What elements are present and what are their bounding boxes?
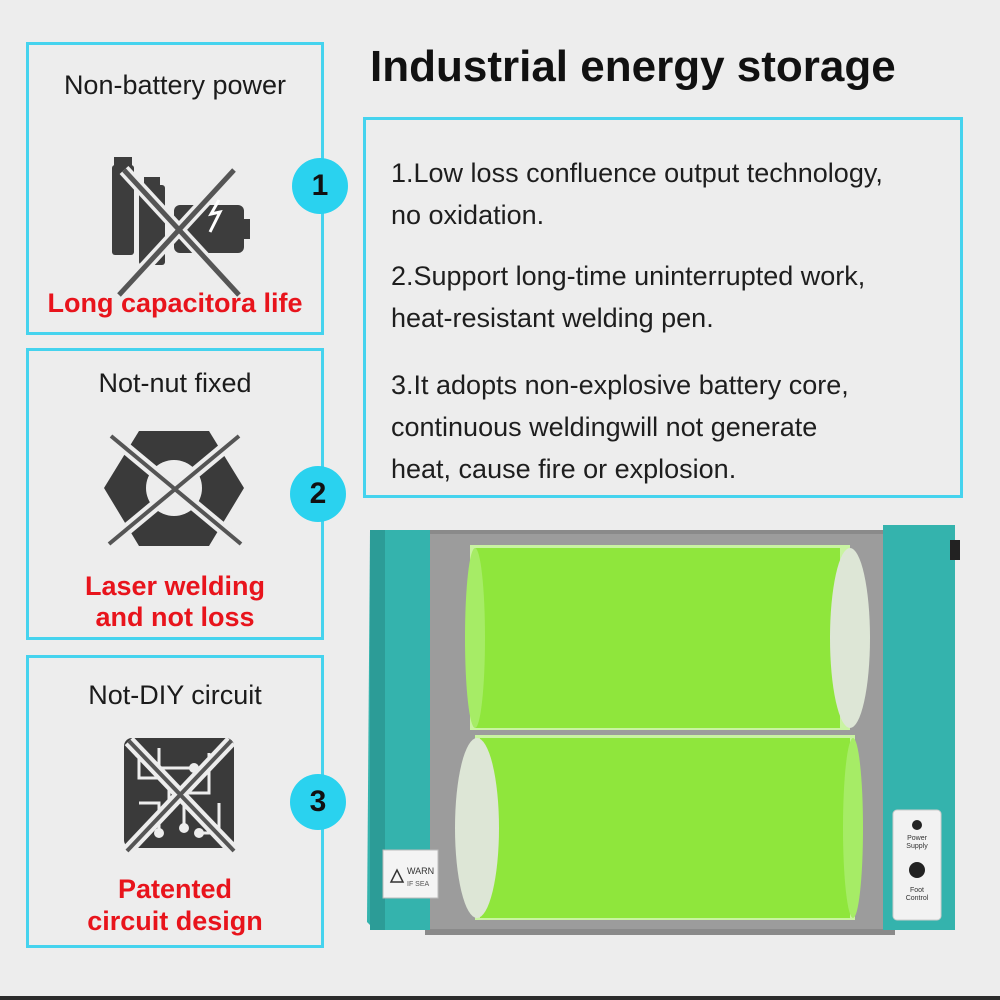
feature-2-line2: heat-resistant welding pen. [391, 303, 714, 333]
warning-label: WARN [407, 866, 434, 876]
crossed-circuit-icon [122, 736, 239, 856]
number-badge-1: 1 [292, 158, 348, 214]
card-caption-line2: circuit design [87, 906, 263, 936]
feature-2-line1: 2.Support long-time uninterrupted work, [391, 261, 866, 291]
feature-card-1: Non-battery power Long capacitora life [26, 42, 324, 335]
number-badge-2: 2 [290, 466, 346, 522]
power-supply-label: Power [907, 835, 928, 842]
crossed-nut-icon [104, 431, 245, 549]
card-caption-line2: and not loss [95, 602, 255, 632]
foot-control-label-2: Control [906, 895, 929, 902]
feature-3-line2: continuous weldingwill not generate [391, 412, 818, 442]
crossed-battery-icon [112, 157, 250, 300]
card-caption-line1: Patented [117, 874, 233, 904]
bottom-border [0, 996, 1000, 1000]
feature-3-line3: heat, cause fire or explosion. [391, 454, 737, 484]
foot-control-label: Foot [910, 887, 924, 894]
card-caption-line1: Laser welding [84, 571, 266, 601]
card-heading: Non-battery power [63, 70, 287, 100]
card-heading: Not-DIY circuit [88, 680, 262, 710]
page-title: Industrial energy storage [370, 42, 896, 91]
feature-card-3: Not-DIY circuit Patented circuit design [26, 655, 324, 948]
feature-card-2: Not-nut fixed Laser welding and not loss [26, 348, 324, 640]
energy-storage-device: WARN IF SEA Power Supply Foot Control [367, 525, 960, 935]
power-supply-label-2: Supply [906, 843, 928, 850]
card-caption: Long capacitora life [47, 288, 303, 318]
feature-1-line2: no oxidation. [391, 200, 545, 230]
number-badge-3: 3 [290, 774, 346, 830]
feature-1-line1: 1.Low loss confluence output technology, [391, 158, 883, 188]
feature-3-line1: 3.It adopts non-explosive battery core, [391, 370, 849, 400]
features-box: 1.Low loss confluence output technology,… [363, 117, 963, 498]
card-heading: Not-nut fixed [98, 368, 252, 398]
warning-sub: IF SEA [407, 881, 430, 888]
